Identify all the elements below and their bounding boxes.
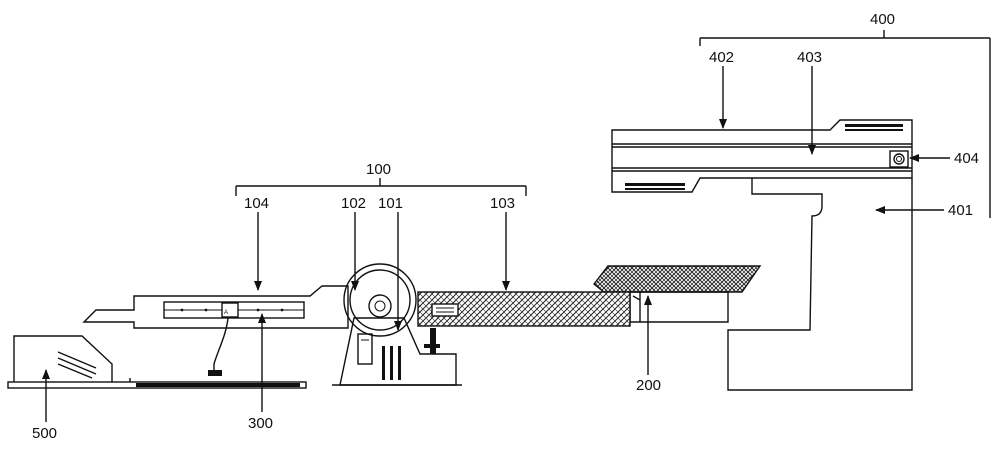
guide-rail-104: A — [82, 285, 349, 329]
beam-402 — [611, 119, 913, 193]
cable-300 — [208, 317, 229, 376]
label-104: 104 — [244, 195, 269, 212]
label-500: 500 — [32, 425, 57, 442]
nozzle-404 — [889, 150, 909, 168]
column-401 — [727, 178, 913, 391]
frame-400 — [611, 30, 991, 391]
bracket-100 — [235, 178, 527, 196]
svg-text:A: A — [224, 310, 228, 316]
label-200: 200 — [636, 377, 661, 394]
leader-lines — [42, 66, 950, 422]
bottom-plate — [7, 378, 307, 389]
label-102: 102 — [341, 195, 366, 212]
roller-102 — [343, 263, 417, 337]
housing-500 — [13, 335, 113, 382]
conveyor-103 — [417, 291, 631, 327]
label-400: 400 — [870, 11, 895, 28]
label-401: 401 — [948, 202, 973, 219]
label-300: 300 — [248, 415, 273, 432]
base-101 — [332, 317, 462, 386]
label-404: 404 — [954, 150, 979, 167]
label-402: 402 — [709, 49, 734, 66]
label-103: 103 — [490, 195, 515, 212]
label-403: 403 — [797, 49, 822, 66]
label-100: 100 — [366, 161, 391, 178]
reference-labels: 100 104 102 101 103 200 300 500 400 402 … — [32, 11, 979, 442]
label-101: 101 — [378, 195, 403, 212]
